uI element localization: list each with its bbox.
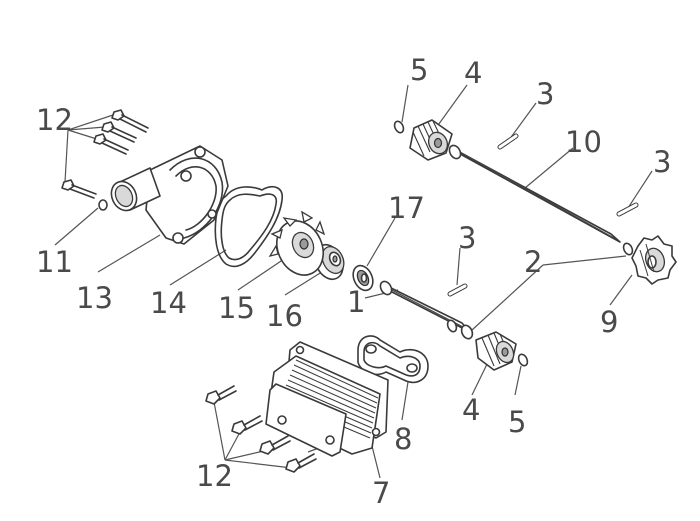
callout-10: 10 [565, 125, 602, 159]
bolts-12-top [61, 109, 149, 199]
callout-16: 16 [266, 299, 303, 333]
callout-13: 13 [76, 281, 113, 315]
pin-3-middle [447, 283, 468, 297]
housing-13 [110, 145, 229, 245]
callout-9: 9 [600, 305, 618, 339]
pin-3-right [616, 202, 639, 217]
gear-9 [631, 235, 677, 285]
callout-5-top: 5 [410, 53, 428, 87]
callout-11: 11 [36, 245, 73, 279]
gasket-14 [214, 186, 283, 268]
impeller-15 [268, 210, 326, 276]
callout-12-top: 12 [36, 103, 73, 137]
shaft-10 [448, 144, 621, 243]
clip-5-bottom [517, 353, 529, 367]
callout-5-bottom: 5 [508, 405, 526, 439]
clip-5-top [393, 120, 405, 134]
callout-4-bottom: 4 [462, 393, 480, 427]
callout-2: 2 [524, 245, 542, 279]
callout-12-bottom: 12 [196, 459, 233, 493]
gear-4-top [409, 119, 453, 161]
pin-3-top [497, 133, 519, 150]
callout-17: 17 [388, 191, 425, 225]
callout-labels: 5 4 3 10 3 12 17 3 2 11 13 14 15 16 1 9 … [36, 53, 671, 510]
callout-3-middle: 3 [458, 221, 476, 255]
callout-1: 1 [347, 285, 365, 319]
callout-3-right: 3 [653, 145, 671, 179]
callout-4-top: 4 [464, 56, 482, 90]
callout-15: 15 [218, 291, 255, 325]
bolts-12-bottom [205, 385, 317, 473]
seal-17 [352, 264, 374, 292]
washer-2-right [622, 242, 634, 256]
callout-8: 8 [394, 422, 412, 456]
gear-4-bottom [475, 331, 517, 371]
callout-3-top: 3 [536, 77, 554, 111]
oil-cooler-7 [265, 341, 389, 457]
washer-11 [98, 199, 108, 211]
callout-7: 7 [372, 476, 390, 510]
washer-2-left [446, 319, 474, 340]
callout-14: 14 [150, 286, 187, 320]
